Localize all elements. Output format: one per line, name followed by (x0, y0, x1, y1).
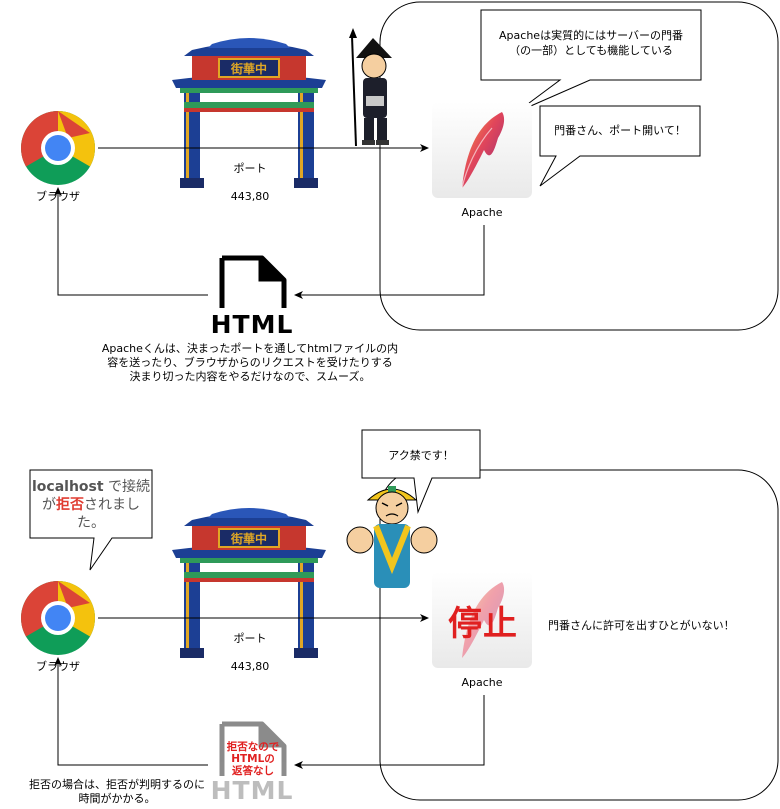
arrow-apache-to-html (294, 695, 485, 769)
deny-line: HTMLの (231, 753, 275, 765)
server-boundary-bottom (379, 469, 779, 801)
arrow-apache-to-html (294, 225, 485, 299)
apache-label: Apache (461, 206, 503, 219)
bubble-open-port-text: 門番さん、ポート開いて！ (554, 124, 686, 137)
refused-host: localhost (31, 479, 104, 495)
apache-label: Apache (461, 676, 503, 689)
speech-bubble-open-port (539, 105, 701, 187)
chrome-icon (21, 111, 95, 185)
arrow-html-to-browser (54, 657, 208, 766)
speech-bubble-refused (29, 469, 153, 571)
html-file-label: HTML (210, 310, 294, 339)
port-label: ポート (233, 632, 267, 645)
bubble-apache-line-1: Apacheは実質的にはサーバーの門番 (499, 29, 683, 42)
bubble-refused-text: localhost で接続 が拒否されまし た。 (30, 478, 152, 532)
browser-label: ブラウザ (36, 660, 80, 673)
arrow-html-to-browser (54, 187, 208, 296)
deny-text: 拒否なので HTMLの 返答なし (215, 741, 291, 777)
stop-label: 停止 (448, 604, 518, 644)
port-numbers: 443,80 (230, 660, 270, 673)
server-boundary-top (379, 1, 779, 331)
deny-line: 拒否なので (226, 741, 280, 753)
speech-bubble-ban (361, 429, 481, 514)
caption-bottom-line: 時間がかかる。 (78, 792, 156, 805)
chrome-icon (21, 581, 95, 655)
refused-text-part: が (42, 497, 56, 513)
refused-text-part: た。 (77, 515, 105, 531)
apache-feather-icon (431, 101, 533, 199)
port-numbers: 443,80 (230, 190, 270, 203)
worker-stop-icon (346, 486, 438, 588)
bubble-ban-text: アク禁です！ (388, 449, 454, 462)
browser-label: ブラウザ (36, 190, 80, 203)
caption-top-line: 容を送ったり、ブラウザからのリクエストを受けたりする (107, 356, 393, 369)
speech-bubble-apache (480, 9, 702, 113)
deny-line: 返答なし (232, 765, 274, 777)
html-file-label: HTML (210, 776, 294, 805)
refused-text-part: されまし (84, 497, 140, 513)
port-label: ポート (233, 162, 267, 175)
html-file-icon (219, 255, 287, 308)
caption-bottom: 拒否の場合は、拒否が判明するのに 時間がかかる。 (2, 778, 232, 806)
refused-text-part: で接続 (103, 479, 151, 495)
guard-icon (349, 28, 392, 147)
caption-top: Apacheくんは、決まったポートを通してhtmlファイルの内 容を送ったり、ブ… (80, 342, 420, 384)
no-permission-text: 門番さんに許可を出すひとがいない！ (548, 619, 735, 632)
bubble-apache-text: Apacheは実質的にはサーバーの門番 （の一部）としても機能している (481, 28, 701, 58)
html-file-icon (219, 721, 287, 776)
caption-bottom-line: 拒否の場合は、拒否が判明するのに (29, 778, 205, 791)
caption-top-line: Apacheくんは、決まったポートを通してhtmlファイルの内 (101, 342, 399, 355)
caption-top-line: 決まり切った内容をやるだけなので、スムーズ。 (129, 370, 371, 383)
bubble-apache-line-2: （の一部）としても機能している (509, 44, 673, 57)
refused-highlight: 拒否 (56, 497, 84, 513)
